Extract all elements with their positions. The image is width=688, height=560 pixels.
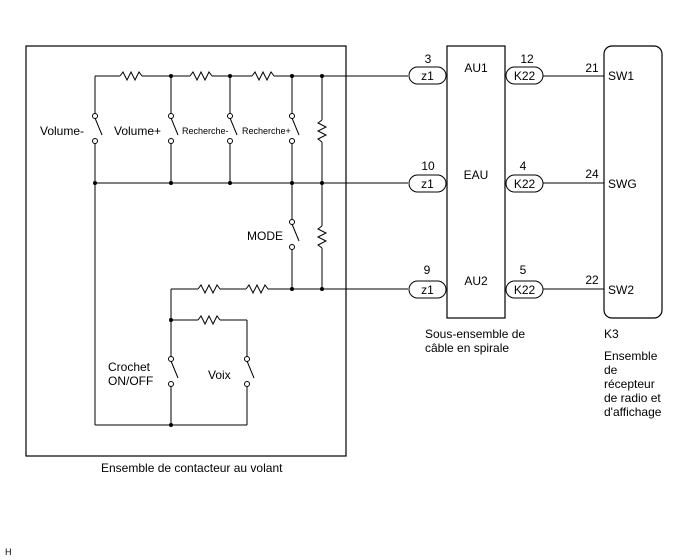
vertical-resistors	[316, 76, 328, 289]
spiral-caption-line1: Sous-ensemble de	[425, 327, 525, 341]
right-conn-eau: K22	[514, 177, 536, 191]
row-au2: z1 9 AU2 K22 5 22 SW2	[408, 263, 634, 299]
resistor	[197, 283, 221, 295]
receiver-caption-line1: Ensemble	[604, 349, 658, 363]
resistor	[316, 119, 328, 143]
spiral-cable-box	[446, 45, 506, 319]
label-voice: Voix	[208, 368, 231, 382]
rx-term-swg: SWG	[608, 177, 637, 191]
right-pin-au1: 12	[520, 52, 534, 66]
rx-pin-sw2: 22	[585, 273, 599, 287]
row-au1: z1 3 AU1 K22 12 21 SW1	[408, 52, 634, 85]
left-conn-eau: z1	[421, 177, 434, 191]
switch-volume-minus	[92, 76, 103, 183]
label-seek-plus: Recherche+	[242, 126, 291, 136]
resistor	[316, 225, 328, 249]
spiral-caption-line2: câble en spirale	[425, 341, 509, 355]
footer-mark: H	[5, 547, 12, 557]
switch-seek-minus	[227, 76, 238, 183]
left-pin-au2: 9	[424, 263, 431, 277]
resistor	[245, 283, 269, 295]
label-hook-line1: Crochet	[108, 360, 151, 374]
label-mode: MODE	[247, 229, 283, 243]
right-conn-au2: K22	[514, 283, 536, 297]
rx-pin-swg: 24	[585, 167, 599, 181]
receiver-caption-line2: de	[604, 363, 618, 377]
receiver-caption-line3: récepteur	[604, 377, 655, 391]
middle-bus	[93, 181, 408, 185]
switch-assembly-box	[25, 45, 347, 457]
right-conn-au1: K22	[514, 69, 536, 83]
label-seek-minus: Recherche-	[182, 126, 229, 136]
resistor	[251, 70, 275, 82]
switch-assembly-caption: Ensemble de contacteur au volant	[101, 461, 283, 475]
signal-au1: AU1	[464, 61, 488, 75]
rx-term-sw1: SW1	[608, 69, 634, 83]
signal-au2: AU2	[464, 274, 488, 288]
row-eau: z1 10 EAU K22 4 24 SWG	[408, 159, 637, 193]
lower-subcircuit	[94, 183, 255, 427]
label-volume-minus: Volume-	[40, 124, 84, 138]
receiver-caption-line5: d'affichage	[604, 405, 662, 419]
rx-term-sw2: SW2	[608, 283, 634, 297]
top-bus	[95, 70, 408, 82]
resistor	[189, 70, 213, 82]
switch-seek-plus	[289, 76, 300, 183]
receiver-caption-line4: de radio et	[604, 391, 661, 405]
receiver-id: K3	[604, 327, 619, 341]
resistor	[197, 314, 221, 326]
right-pin-eau: 4	[520, 159, 527, 173]
resistor	[119, 70, 143, 82]
left-pin-eau: 10	[421, 159, 435, 173]
right-pin-au2: 5	[520, 263, 527, 277]
signal-eau: EAU	[464, 168, 489, 182]
switch-mode	[289, 183, 300, 289]
switch-volume-plus	[168, 76, 179, 183]
left-pin-au1: 3	[425, 52, 432, 66]
left-conn-au1: z1	[421, 69, 434, 83]
label-volume-plus: Volume+	[114, 124, 161, 138]
receiver-box	[603, 45, 663, 319]
left-conn-au2: z1	[421, 283, 434, 297]
bottom-bus	[171, 283, 408, 295]
label-hook-line2: ON/OFF	[108, 374, 153, 388]
rx-pin-sw1: 21	[585, 61, 599, 75]
